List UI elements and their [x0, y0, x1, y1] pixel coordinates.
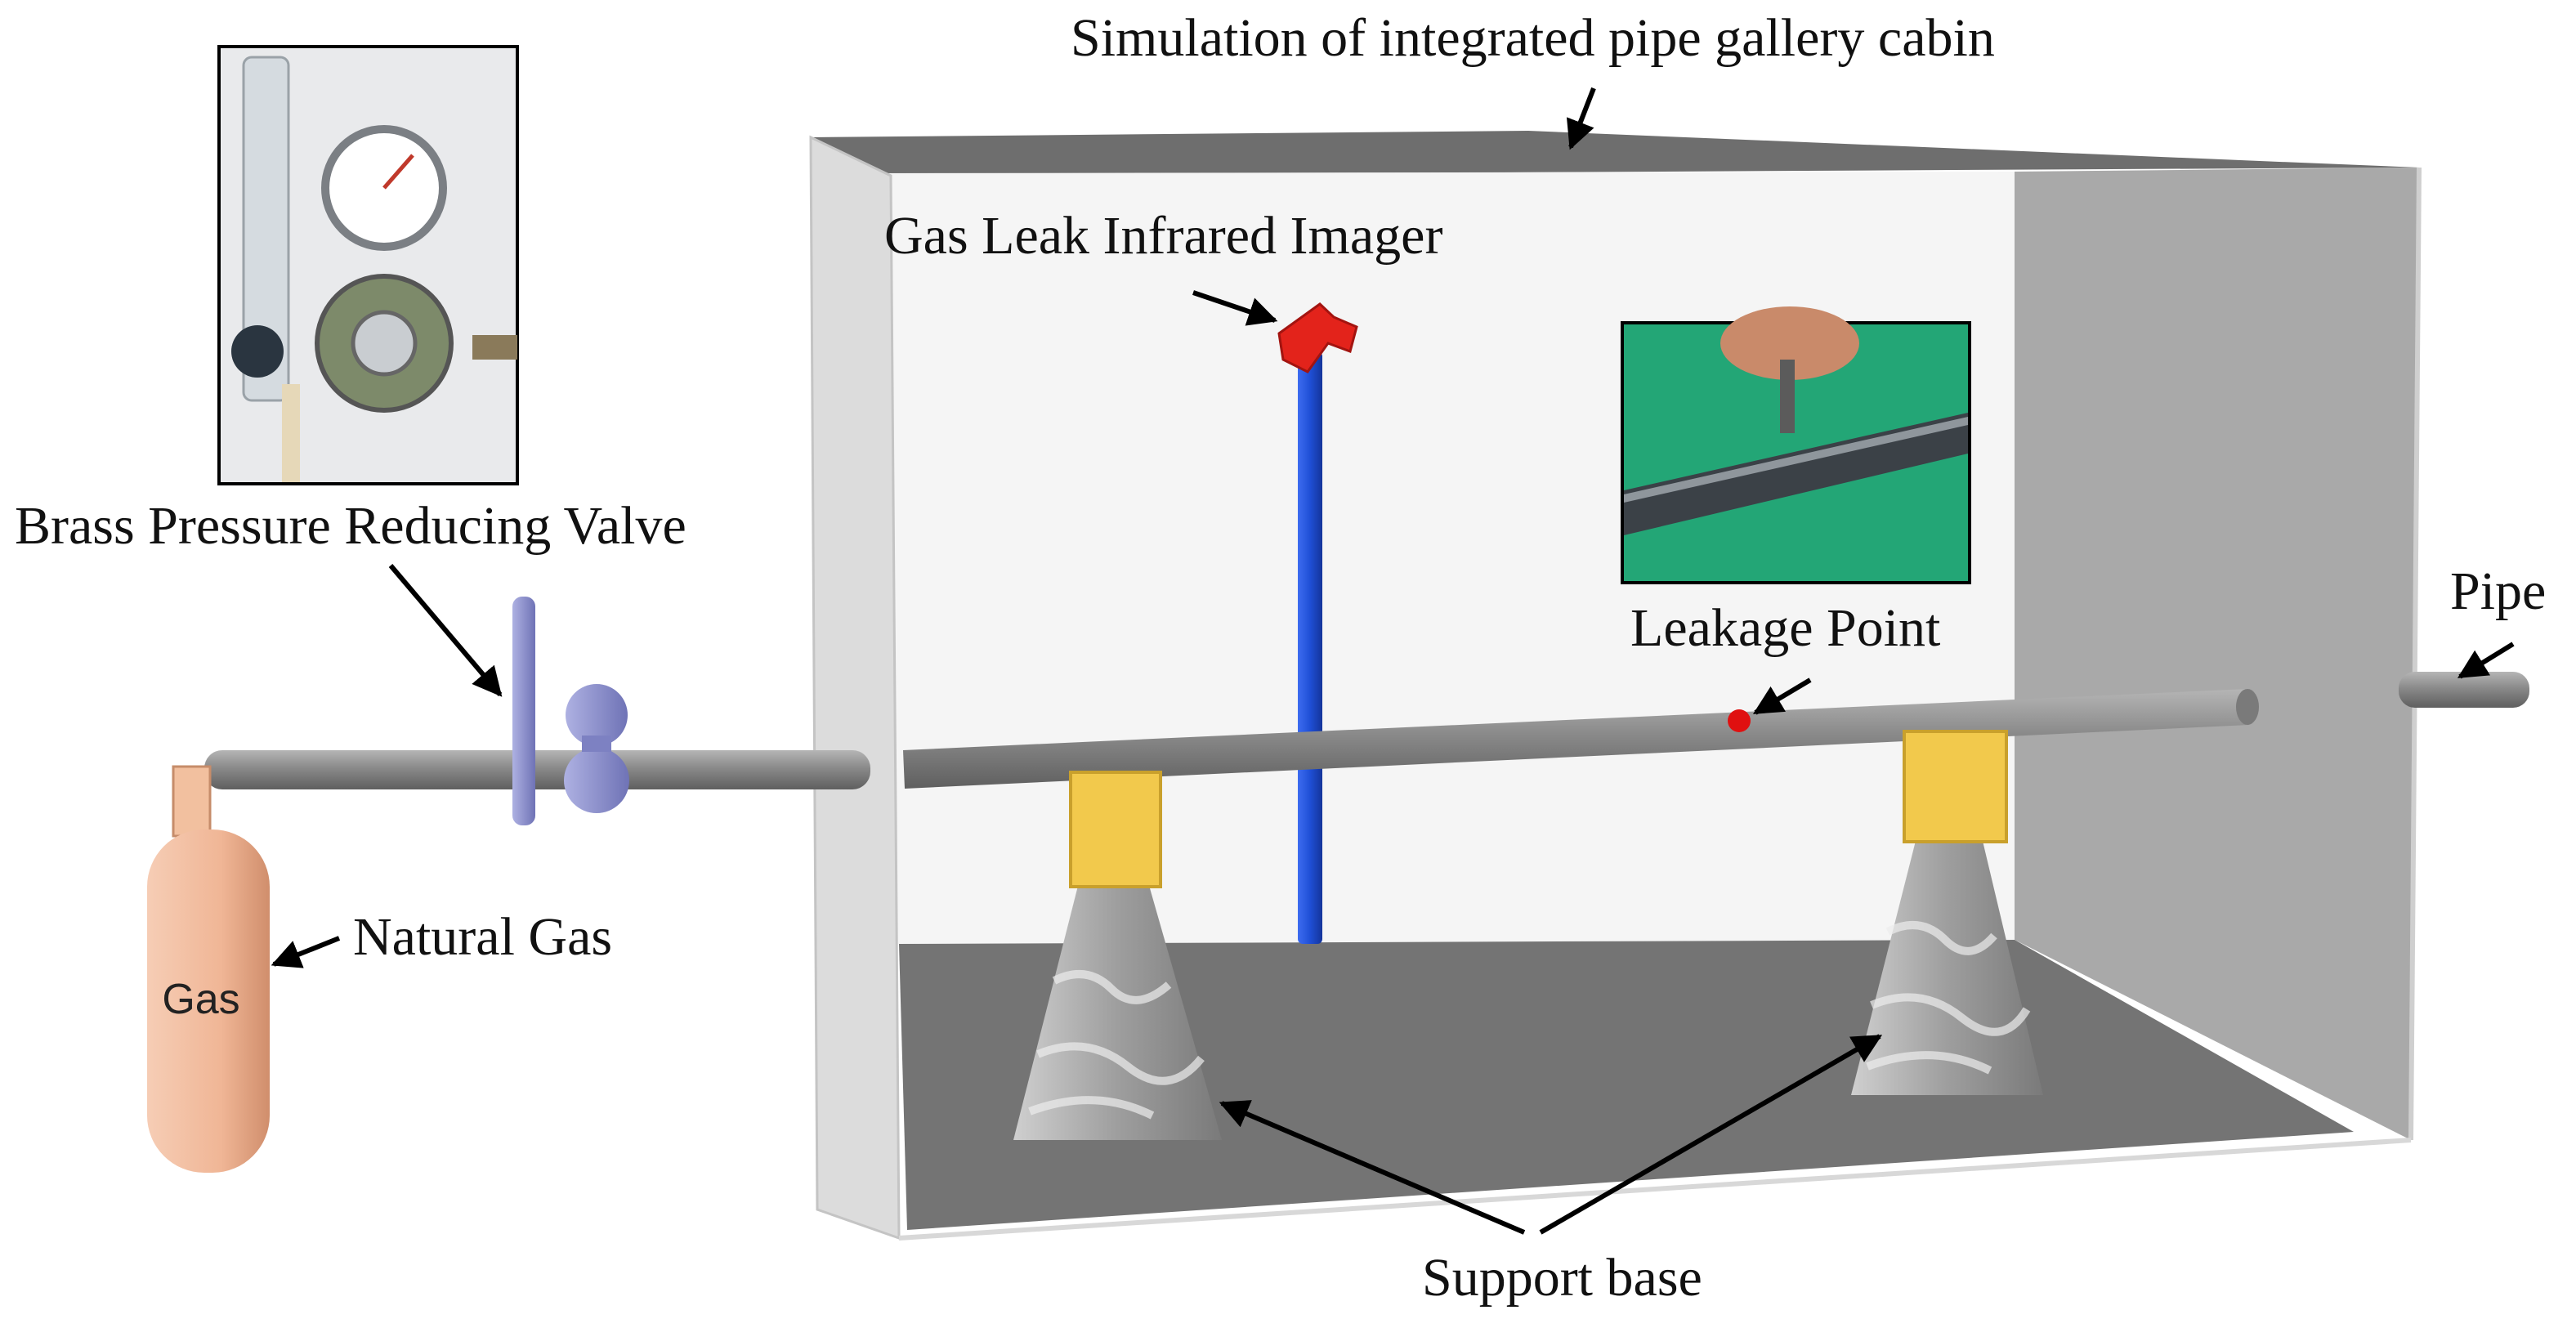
label-imager: Gas Leak Infrared Imager	[884, 206, 1442, 266]
leakage-point-marker	[1728, 709, 1751, 732]
cylinder-label: Gas	[162, 976, 239, 1023]
pressure-reducing-valve	[512, 597, 629, 825]
cabin-right-edge	[2408, 167, 2422, 1141]
cylinder-neck	[172, 765, 212, 838]
label-pipe: Pipe	[2450, 561, 2546, 621]
gas-cylinder: Gas	[147, 765, 270, 1173]
flowmeter-tube	[242, 56, 290, 402]
imager-pole	[1298, 351, 1322, 944]
valve-body-lower	[564, 748, 629, 813]
arrow-natural-gas	[271, 936, 341, 968]
support-base-right	[1851, 730, 2043, 1095]
label-valve: Brass Pressure Reducing Valve	[15, 496, 686, 556]
arrow-valve	[388, 564, 503, 697]
cabin-left-side	[809, 135, 901, 1241]
label-support: Support base	[1422, 1248, 1702, 1308]
cabin-bottom-edge	[898, 1138, 2412, 1241]
pipe-outside	[204, 750, 870, 789]
pipe-inside	[903, 689, 2249, 789]
arrow-cabin	[1566, 87, 1596, 150]
pipe-inside-end	[2236, 689, 2259, 725]
leak-photo-inset	[1621, 306, 1971, 584]
arrow-imager	[1192, 290, 1278, 326]
label-cabin: Simulation of integrated pipe gallery ca…	[1071, 8, 1995, 68]
imager-head-icon	[1277, 302, 1358, 373]
pipe-left-segment	[204, 750, 870, 789]
arrow-support-left	[1219, 1100, 1526, 1235]
pipe-right-segment	[2399, 672, 2529, 708]
pipe-outside-right	[2399, 672, 2529, 708]
arrow-pipe	[2457, 642, 2515, 679]
infrared-imager	[1277, 302, 1358, 944]
valve-photo-inset	[217, 45, 519, 485]
annotation-arrows	[271, 87, 2515, 1235]
label-leak: Leakage Point	[1630, 598, 1940, 658]
label-natural-gas: Natural Gas	[353, 907, 612, 967]
flow-knob-icon	[231, 325, 284, 378]
valve-stem	[512, 597, 535, 825]
drill-hand-icon	[1720, 306, 1859, 380]
support-block-left	[1069, 771, 1162, 888]
valve-gauge-top	[566, 684, 628, 746]
support-base-left	[1013, 771, 1222, 1140]
arrow-support-right	[1539, 1034, 1883, 1235]
pipe-inside-segment	[903, 689, 2259, 789]
valve-neck	[582, 736, 611, 752]
arrow-leak	[1752, 677, 1812, 715]
cylinder-body	[147, 829, 270, 1173]
support-block-right	[1903, 730, 2008, 843]
support-cone-left	[1013, 883, 1222, 1140]
cabin-right-wall	[2015, 168, 2419, 1140]
cabin-top-panel	[811, 131, 2419, 176]
